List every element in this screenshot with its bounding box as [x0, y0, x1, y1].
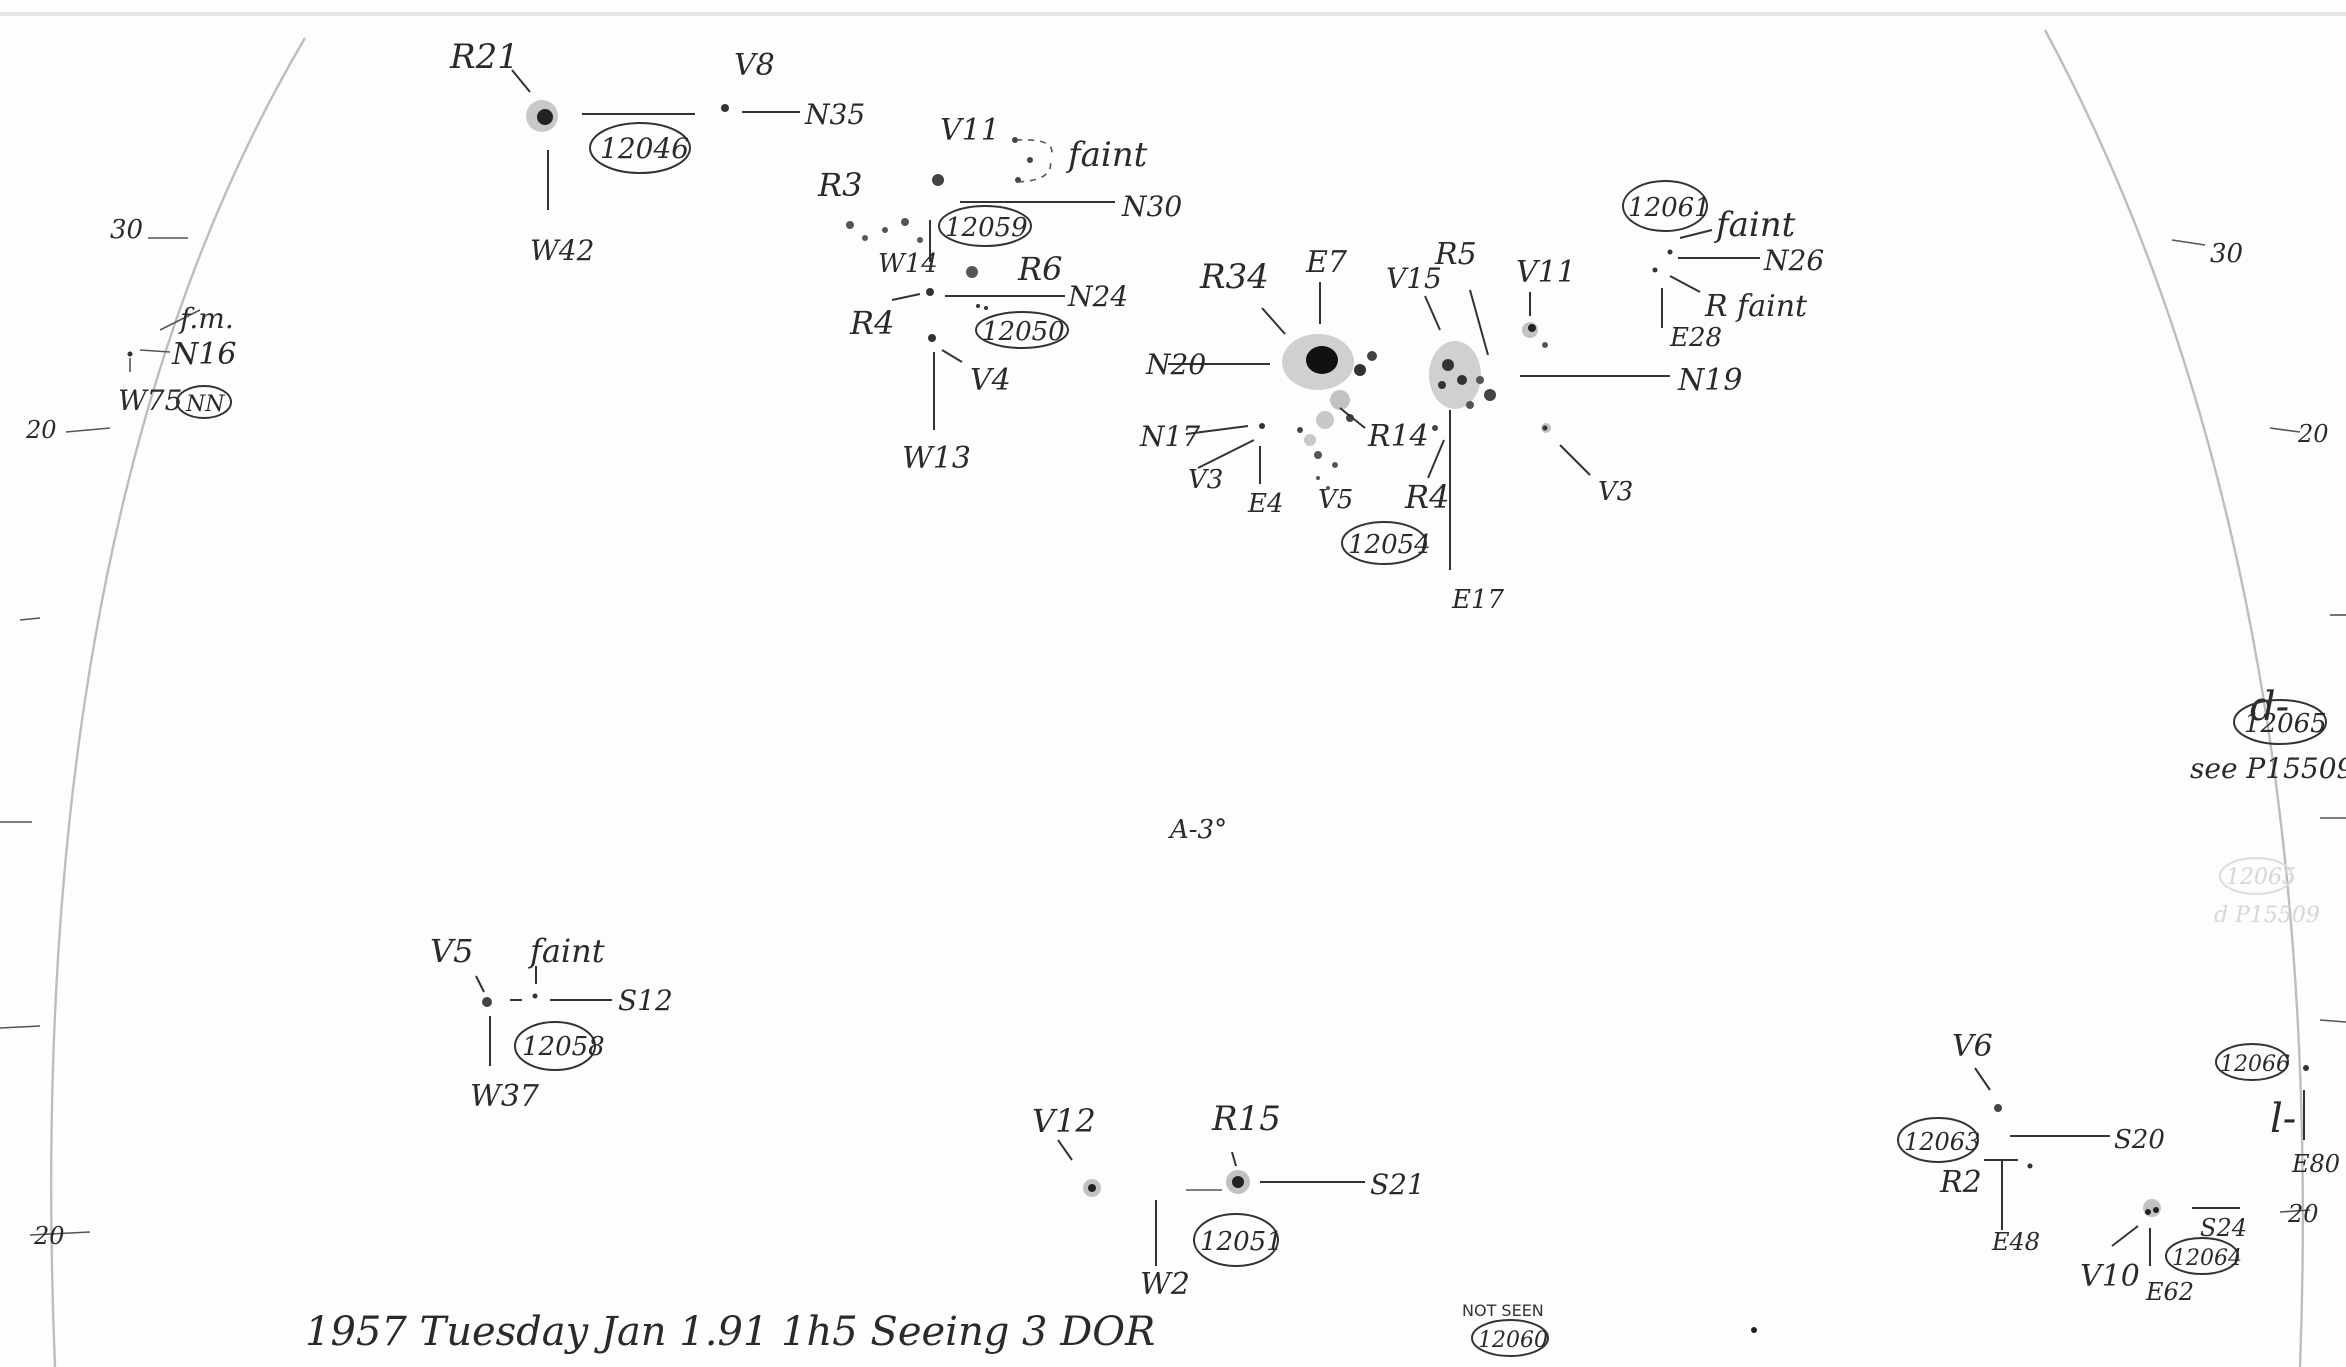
region-12061: 12061 faint N26 R faint E28: [1622, 180, 1824, 353]
label-n24: N24: [1067, 280, 1128, 313]
region-id-12060: 12060: [1478, 1328, 1548, 1353]
label-e17: E17: [1451, 585, 1505, 615]
label-v11-12059: V11: [940, 113, 1000, 148]
edge-ticks: [0, 237, 2346, 1236]
label-v10: V10: [2080, 1259, 2140, 1294]
region-id-12065: 12065: [2244, 709, 2327, 739]
label-v5-12058: V5: [430, 932, 473, 970]
scale-bottomleft-20: 20: [33, 1222, 65, 1250]
label-n17: N17: [1139, 420, 1200, 453]
label-faint-12059: faint: [1065, 135, 1148, 175]
footer-date-line: 1957 Tuesday Jan 1.91 1h5 Seeing 3 DOR: [305, 1309, 1155, 1355]
label-r21: R21: [449, 37, 519, 77]
label-v11-12054: V11: [1516, 255, 1576, 290]
label-w14: W14: [878, 249, 938, 279]
region-12058: V5 faint S12 12058 W37: [430, 932, 673, 1114]
region-12050: R6 N24 R4 12050 V4 W13: [849, 250, 1128, 476]
label-s12: S12: [618, 984, 673, 1017]
region-12051: V12 R15 S21 12051 W2: [1032, 1099, 1425, 1302]
footer: 1957 Tuesday Jan 1.91 1h5 Seeing 3 DOR N…: [305, 1301, 1757, 1357]
label-v3-right: V3: [1598, 477, 1633, 507]
label-e4: E4: [1247, 489, 1284, 519]
label-v8: V8: [734, 48, 775, 83]
label-w37: W37: [470, 1079, 540, 1114]
label-r5: R5: [1434, 237, 1477, 272]
label-w2: W2: [1140, 1267, 1190, 1302]
scale-right-30: 30: [2210, 239, 2243, 269]
label-n26: N26: [1763, 244, 1824, 277]
label-n30: N30: [1121, 190, 1182, 223]
label-r4-12050: R4: [849, 304, 894, 342]
region-id-12061: 12061: [1628, 193, 1711, 223]
region-12064: S24 12064 V10 E62: [2080, 1199, 2247, 1306]
region-12063: V6 12063 S20 R2 E48: [1897, 1029, 2165, 1256]
label-v5-12054: V5: [1318, 485, 1353, 515]
not-seen-label: NOT SEEN: [1462, 1301, 1544, 1320]
label-v6: V6: [1952, 1029, 1993, 1064]
region-left-nn: f.m. N16 W75 NN: [118, 302, 236, 419]
region-12054: E7 R34 N20 N17 V3 E4 R14 V5 R4 12054 E17…: [1139, 237, 1742, 615]
scale-left-20: 20: [25, 416, 57, 444]
label-faint-12058: faint: [528, 932, 605, 970]
region-id-12058: 12058: [522, 1032, 605, 1062]
label-v15: V15: [1386, 262, 1442, 295]
ghost-see-note: d P15509: [2214, 903, 2320, 928]
region-id-12059: 12059: [945, 213, 1028, 243]
label-w42: W42: [530, 234, 594, 267]
region-id-12063: 12063: [1904, 1128, 1980, 1156]
scale-left-30: 30: [110, 215, 143, 245]
region-id-nn: NN: [185, 392, 225, 417]
label-n16: N16: [171, 337, 236, 372]
label-fm: f.m.: [178, 302, 234, 335]
label-d: d-: [2250, 684, 2289, 730]
label-r4-12054: R4: [1404, 478, 1449, 516]
scale-right-20: 20: [2297, 420, 2329, 448]
top-edge-line: [0, 12, 2346, 16]
label-w13: W13: [902, 441, 971, 476]
label-r15: R15: [1211, 1099, 1281, 1139]
right-notes-12065: d- 12065 see P15509 12065 d P15509: [2190, 684, 2346, 928]
label-r2: R2: [1939, 1165, 1982, 1200]
label-l: l-: [2270, 1096, 2296, 1142]
solar-limb-right: [2043, 29, 2305, 1367]
region-id-12046: 12046: [600, 132, 689, 165]
label-v3-left: V3: [1188, 465, 1223, 495]
label-s21: S21: [1370, 1168, 1425, 1201]
label-e62: E62: [2145, 1278, 2194, 1306]
label-e28: E28: [1669, 323, 1722, 353]
label-v12: V12: [1032, 1102, 1096, 1140]
label-r3: R3: [817, 166, 862, 204]
label-s20: S20: [2114, 1125, 2165, 1155]
region-id-12064: 12064: [2172, 1246, 2242, 1271]
label-r34: R34: [1199, 257, 1269, 297]
label-e48: E48: [1991, 1228, 2040, 1256]
label-w75: W75: [118, 384, 182, 417]
scale-bottomright-20: 20: [2287, 1200, 2319, 1228]
label-faint-12061: faint: [1713, 205, 1796, 245]
label-r6: R6: [1017, 250, 1062, 288]
region-12046: R21 V8 N35 W42 12046: [449, 37, 865, 267]
region-12066: 12066 l- E80: [2215, 1043, 2340, 1178]
label-e80: E80: [2291, 1150, 2340, 1178]
label-v4: V4: [970, 363, 1011, 398]
label-see-p15509: see P15509: [2190, 752, 2346, 785]
region-id-12054: 12054: [1348, 530, 1431, 560]
label-e7: E7: [1305, 245, 1348, 280]
center-mark: A-3°: [1168, 815, 1227, 845]
region-id-12066: 12066: [2220, 1052, 2290, 1077]
region-id-12050: 12050: [982, 317, 1065, 347]
label-n19: N19: [1677, 363, 1742, 398]
ghost-region-id: 12065: [2226, 865, 2296, 890]
label-n20: N20: [1145, 348, 1206, 381]
region-12059: V11 faint R3 N30 12059 W14: [817, 113, 1182, 279]
label-r-faint: R faint: [1704, 289, 1808, 324]
label-r14: R14: [1367, 419, 1429, 454]
region-id-12051: 12051: [1200, 1227, 1283, 1257]
label-n35: N35: [804, 98, 865, 131]
solar-limb-left: [49, 37, 307, 1367]
